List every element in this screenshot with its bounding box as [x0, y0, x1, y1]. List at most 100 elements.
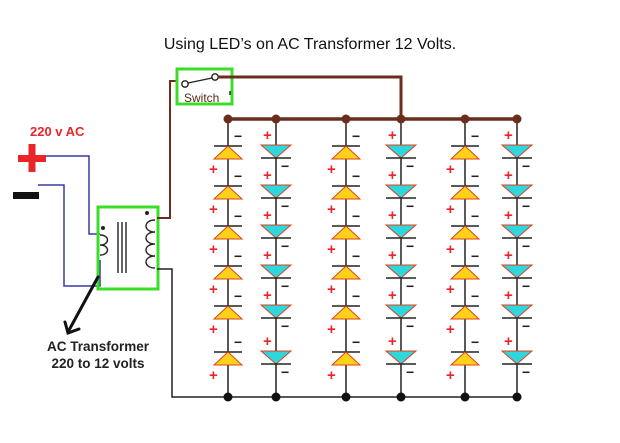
transformer-label: AC Transformer 220 to 12 volts	[28, 338, 168, 372]
plus-label: +	[446, 161, 455, 178]
plus-label: +	[263, 333, 272, 350]
bottom-junction-dot	[396, 392, 406, 402]
switch-output-wire	[218, 75, 403, 119]
led-icon: +−	[384, 247, 418, 294]
led-icon: −+	[446, 168, 481, 218]
plus-label: +	[209, 161, 218, 178]
led-column: +−+−+−+−+−+−	[500, 114, 534, 402]
plus-label: +	[388, 247, 397, 264]
minus-label: −	[352, 128, 360, 144]
plus-label: +	[504, 127, 513, 144]
minus-label: −	[352, 208, 360, 224]
plus-label: +	[209, 321, 218, 338]
led-icon: +−	[500, 207, 534, 254]
led-icon: +−	[259, 167, 293, 214]
input-wire-negative	[38, 184, 101, 287]
plus-label: +	[446, 201, 455, 218]
minus-label: −	[522, 278, 530, 294]
plus-label: +	[327, 321, 336, 338]
minus-label: −	[352, 288, 360, 304]
minus-label: −	[406, 364, 414, 380]
transformer-highlight-box	[96, 205, 160, 291]
top-junction-dot	[460, 114, 470, 124]
led-icon: +−	[500, 287, 534, 334]
plus-label: +	[446, 281, 455, 298]
led-icon: −+	[327, 248, 362, 298]
bottom-junction-dot	[341, 392, 351, 402]
led-icon: −+	[209, 248, 244, 298]
switch-highlight-box[interactable]	[175, 67, 234, 106]
plus-label: +	[446, 367, 455, 384]
minus-label: −	[352, 168, 360, 184]
led-icon: −+	[209, 168, 244, 218]
plus-label: +	[263, 207, 272, 224]
transformer-symbol-icon	[99, 210, 156, 273]
plus-label: +	[263, 287, 272, 304]
plus-label: +	[327, 161, 336, 178]
plus-label: +	[388, 167, 397, 184]
led-icon: −+	[446, 208, 481, 258]
plus-label: +	[327, 281, 336, 298]
minus-label: −	[281, 158, 289, 174]
minus-label: −	[471, 208, 479, 224]
transformer-label-line2: 220 to 12 volts	[51, 356, 145, 371]
bottom-junction-dot	[271, 392, 281, 402]
plus-label: +	[209, 281, 218, 298]
plus-label: +	[209, 241, 218, 258]
bottom-junction-dot	[512, 392, 522, 402]
bottom-junction-dot	[223, 392, 233, 402]
plus-label: +	[504, 333, 513, 350]
led-icon: +−	[259, 287, 293, 334]
transformer-label-line1: AC Transformer	[46, 339, 150, 354]
secondary-wire-top	[157, 80, 178, 219]
minus-label: −	[281, 238, 289, 254]
minus-label: −	[406, 158, 414, 174]
plus-symbol-icon	[18, 144, 46, 172]
minus-label: −	[234, 128, 242, 144]
led-icon: −+	[209, 288, 244, 338]
led-icon: −+	[327, 128, 362, 178]
diagram-title: Using LED’s on AC Transformer 12 Volts.	[163, 36, 457, 53]
led-icon: −+	[209, 334, 244, 384]
led-icon: +−	[259, 207, 293, 254]
minus-symbol-icon	[13, 192, 39, 199]
minus-label: −	[281, 318, 289, 334]
led-icon: −+	[209, 208, 244, 258]
plus-label: +	[446, 241, 455, 258]
led-icon: −+	[327, 168, 362, 218]
plus-label: +	[263, 167, 272, 184]
led-icon: −+	[446, 288, 481, 338]
minus-label: −	[522, 364, 530, 380]
bottom-junction-dot	[460, 392, 470, 402]
minus-label: −	[522, 158, 530, 174]
led-icon: +−	[259, 333, 293, 380]
top-junction-dot	[396, 114, 406, 124]
minus-label: −	[471, 248, 479, 264]
led-icon: +−	[500, 127, 534, 174]
ac-source-label: 220 v AC	[30, 124, 85, 139]
led-column: −+−+−+−+−+−+	[209, 114, 244, 402]
plus-label: +	[388, 127, 397, 144]
led-icon: −+	[327, 288, 362, 338]
input-wire-positive	[46, 155, 100, 235]
plus-label: +	[446, 321, 455, 338]
led-icon: +−	[384, 207, 418, 254]
minus-label: −	[471, 334, 479, 350]
minus-label: −	[471, 168, 479, 184]
led-icon: −+	[209, 128, 244, 178]
switch-label: Switch	[184, 91, 220, 105]
top-junction-dot	[271, 114, 281, 124]
top-junction-dot	[223, 114, 233, 124]
minus-label: −	[406, 318, 414, 334]
led-icon: +−	[500, 167, 534, 214]
led-icon: −+	[446, 334, 481, 384]
led-icon: +−	[500, 333, 534, 380]
led-icon: +−	[384, 333, 418, 380]
minus-label: −	[406, 198, 414, 214]
minus-label: −	[406, 238, 414, 254]
led-icon: +−	[259, 247, 293, 294]
led-icon: −+	[446, 248, 481, 298]
switch-icon[interactable]	[181, 73, 231, 95]
led-icon: +−	[384, 167, 418, 214]
